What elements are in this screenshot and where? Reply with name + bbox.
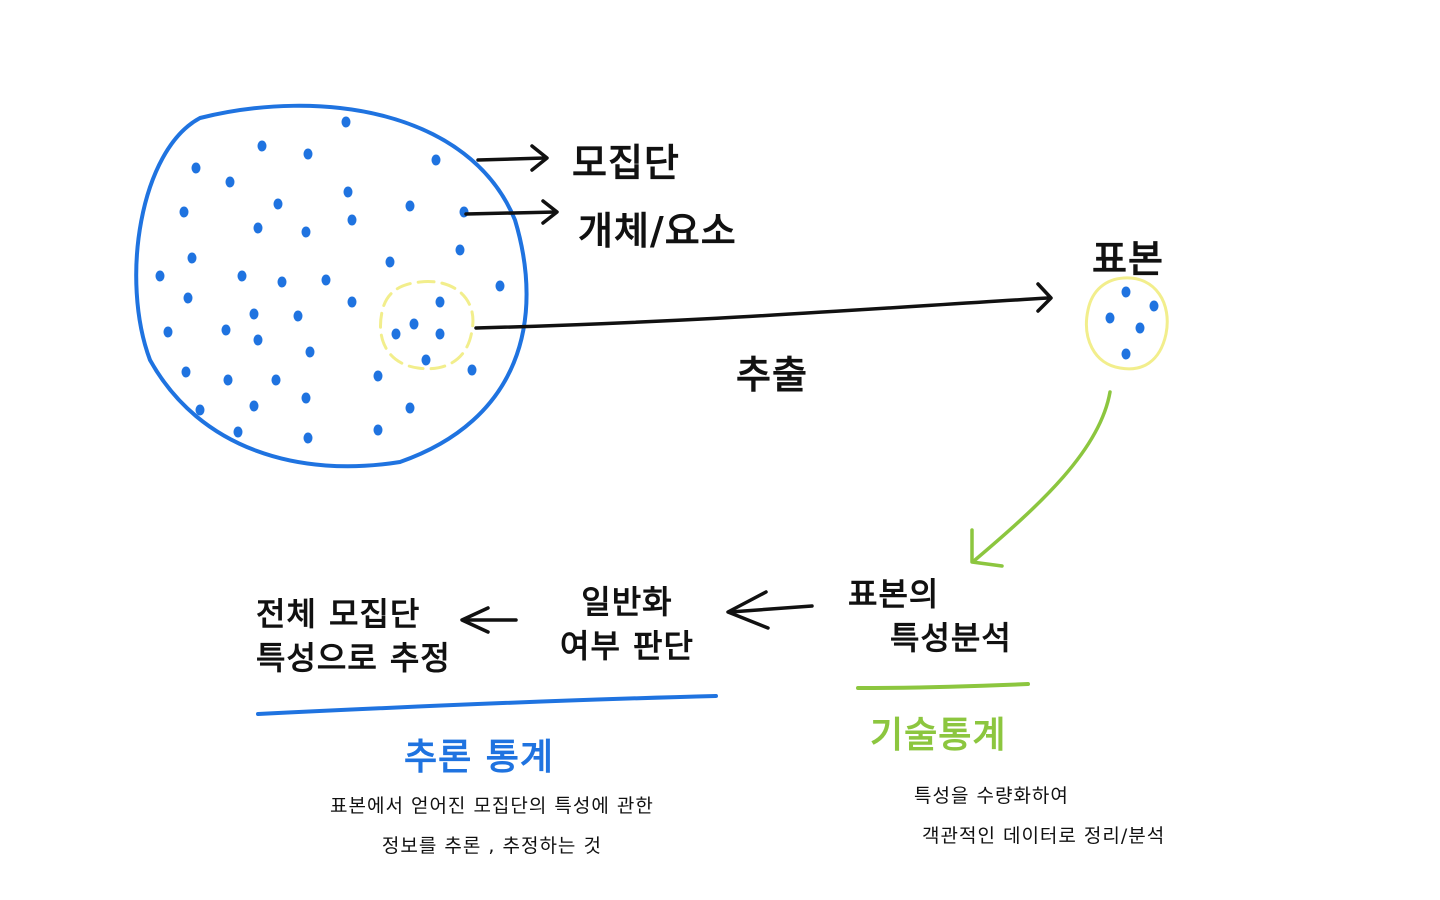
element-dot bbox=[409, 318, 419, 330]
sample-element-dot bbox=[1121, 286, 1131, 298]
arrow-left-icon bbox=[726, 590, 814, 630]
element-dot bbox=[253, 222, 263, 234]
element-dot bbox=[195, 404, 205, 416]
inferential-statistics-description: 표본에서 얻어진 모집단의 특성에 관한 정보를 추론 , 추정하는 것 bbox=[330, 786, 654, 866]
element-dot bbox=[455, 244, 465, 256]
element-dot bbox=[221, 324, 231, 336]
element-dot bbox=[225, 176, 235, 188]
sample-elements bbox=[1105, 286, 1159, 360]
element-dot bbox=[303, 148, 313, 160]
element-dot bbox=[321, 274, 331, 286]
element-dot bbox=[459, 206, 469, 218]
element-dot bbox=[181, 366, 191, 378]
element-dot bbox=[249, 308, 259, 320]
element-dot bbox=[249, 400, 259, 412]
element-dot bbox=[435, 328, 445, 340]
inferential-desc-line2: 정보를 추론 , 추정하는 것 bbox=[381, 835, 602, 857]
descriptive-statistics-title: 기술통계 bbox=[870, 715, 1007, 756]
element-dot bbox=[467, 364, 477, 376]
sample-element-dot bbox=[1121, 348, 1131, 360]
sample-element-dot bbox=[1135, 322, 1145, 334]
element-dot bbox=[293, 310, 303, 322]
element-dot bbox=[347, 296, 357, 308]
population-elements bbox=[155, 116, 505, 444]
sample-label: 표본 bbox=[1092, 237, 1164, 281]
arrow-right-icon bbox=[476, 144, 549, 172]
element-dot bbox=[347, 214, 357, 226]
element-dot bbox=[155, 270, 165, 282]
inferential-underline bbox=[256, 694, 718, 716]
element-dot bbox=[421, 354, 431, 366]
element-dot bbox=[301, 226, 311, 238]
element-dot bbox=[305, 346, 315, 358]
element-dot bbox=[343, 186, 353, 198]
sample-analysis-line2: 특성분석 bbox=[890, 619, 1012, 657]
sample-analysis-label: 표본의 특성분석 bbox=[848, 572, 1012, 660]
element-dot bbox=[233, 426, 243, 438]
element-dot bbox=[385, 256, 395, 268]
element-label: 개체/요소 bbox=[578, 209, 737, 253]
element-dot bbox=[341, 116, 351, 128]
element-dot bbox=[271, 374, 281, 386]
arrow-down-left-icon bbox=[970, 390, 1112, 568]
element-dot bbox=[253, 334, 263, 346]
element-dot bbox=[179, 206, 189, 218]
population-label: 모집단 bbox=[572, 141, 680, 185]
whole-population-line2: 특성으로 추정 bbox=[256, 639, 451, 677]
element-dot bbox=[373, 370, 383, 382]
element-dot bbox=[391, 328, 401, 340]
descriptive-underline bbox=[856, 682, 1030, 690]
generalize-line2: 여부 판단 bbox=[560, 627, 694, 665]
element-dot bbox=[405, 402, 415, 414]
extract-label: 추출 bbox=[736, 353, 808, 397]
element-dot bbox=[183, 292, 193, 304]
generalize-label: 일반화 여부 판단 bbox=[560, 580, 694, 668]
sample-element-dot bbox=[1105, 312, 1115, 324]
sample-circle bbox=[1085, 276, 1169, 371]
inferential-desc-line1: 표본에서 얻어진 모집단의 특성에 관한 bbox=[330, 795, 654, 817]
element-dot bbox=[187, 252, 197, 264]
element-dot bbox=[431, 154, 441, 166]
inferential-statistics-title: 추론 통계 bbox=[404, 737, 555, 778]
population-circle bbox=[134, 103, 529, 469]
element-dot bbox=[435, 296, 445, 308]
sample-region-in-population bbox=[379, 280, 475, 371]
descriptive-statistics-description: 특성을 수량화하여 객관적인 데이터로 정리/분석 bbox=[890, 776, 1165, 856]
descriptive-desc-line1: 특성을 수량화하여 bbox=[914, 785, 1069, 807]
element-dot bbox=[223, 374, 233, 386]
element-dot bbox=[277, 276, 287, 288]
element-dot bbox=[495, 280, 505, 292]
whole-population-label: 전체 모집단 특성으로 추정 bbox=[256, 592, 451, 680]
element-dot bbox=[163, 326, 173, 338]
element-dot bbox=[303, 432, 313, 444]
sample-element-dot bbox=[1149, 300, 1159, 312]
element-dot bbox=[191, 162, 201, 174]
element-dot bbox=[373, 424, 383, 436]
element-dot bbox=[405, 200, 415, 212]
generalize-line1: 일반화 bbox=[581, 583, 673, 621]
arrow-right-icon bbox=[474, 282, 1053, 330]
sample-analysis-line1: 표본의 bbox=[848, 575, 940, 613]
element-dot bbox=[237, 270, 247, 282]
arrow-right-icon bbox=[464, 199, 559, 225]
whole-population-line1: 전체 모집단 bbox=[256, 595, 421, 633]
element-dot bbox=[257, 140, 267, 152]
element-dot bbox=[273, 198, 283, 210]
element-dot bbox=[301, 392, 311, 404]
descriptive-desc-line2: 객관적인 데이터로 정리/분석 bbox=[922, 825, 1166, 847]
arrow-left-icon bbox=[460, 606, 518, 634]
